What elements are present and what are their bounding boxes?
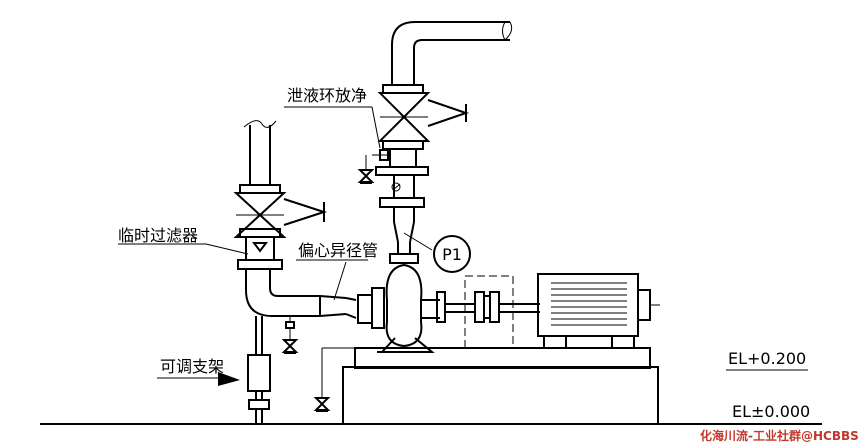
arrow-icon	[218, 372, 240, 386]
foundation	[342, 366, 659, 425]
pressure-gauge-bubble	[433, 235, 471, 273]
watermark: 化海川流-工业社群@HCBBS	[700, 428, 859, 443]
label-drain-ring: 泄液环放净	[287, 86, 367, 105]
motor	[537, 273, 660, 349]
pressure-gauge-label: P1	[442, 245, 462, 264]
baseplate	[354, 347, 651, 369]
label-temp-filter: 临时过滤器	[118, 226, 198, 245]
pump-casing	[357, 263, 440, 353]
baseplate-drain	[313, 347, 360, 412]
suction-line	[233, 120, 357, 354]
elevation-ground: EL±0.000	[732, 402, 810, 421]
discharge-line	[357, 21, 513, 264]
label-adjustable-support: 可调支架	[160, 357, 224, 376]
elevation-top: EL+0.200	[728, 349, 806, 368]
label-eccentric-reducer: 偏心异径管	[298, 241, 378, 260]
coupling-guard	[464, 275, 514, 349]
adjustable-support	[247, 316, 271, 424]
coupling	[436, 291, 540, 323]
